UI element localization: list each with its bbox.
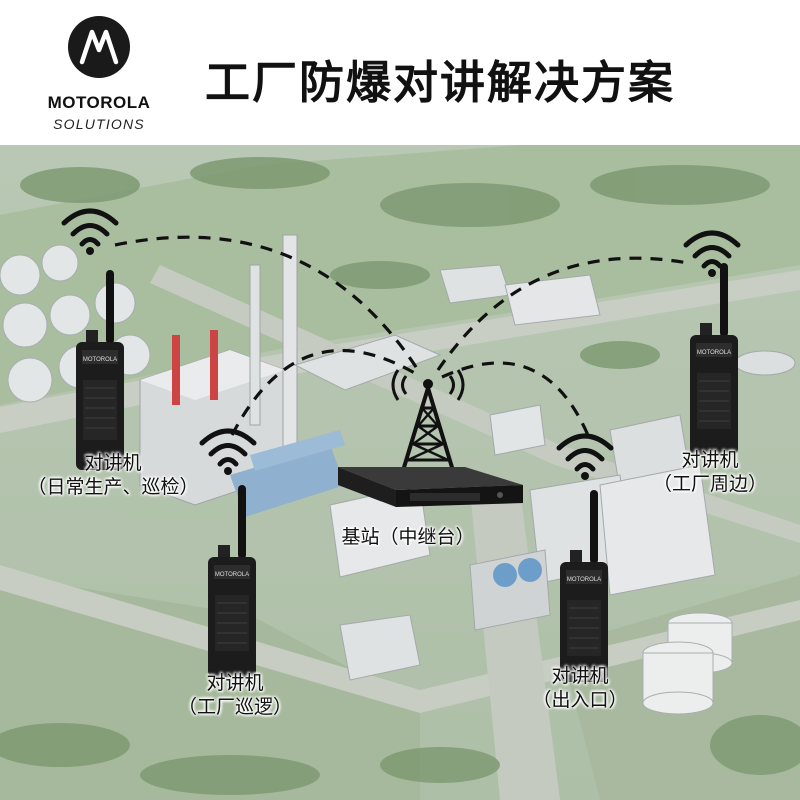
svg-text:MOTOROLA: MOTOROLA (215, 572, 249, 578)
brand-subtitle: SOLUTIONS (24, 116, 174, 132)
page-title: 工厂防爆对讲解决方案 (205, 46, 675, 111)
repeater-icon (338, 467, 523, 507)
motorola-logo-icon (68, 16, 130, 78)
radio-bottom-left-name: 对讲机 (160, 671, 310, 695)
link-bottom-right-radio (442, 363, 590, 440)
radio-right-label: 对讲机 （工厂周边） (630, 448, 790, 496)
radio-right-desc: （工厂周边） (630, 472, 790, 496)
link-right-radio (438, 258, 688, 370)
radio-bottom-right-name: 对讲机 (515, 664, 645, 688)
svg-text:MOTOROLA: MOTOROLA (567, 577, 601, 583)
header: MOTOROLA SOLUTIONS 工厂防爆对讲解决方案 (0, 0, 800, 145)
wifi-signal-icon (559, 436, 611, 480)
radio-bottom-right-desc: （出入口） (515, 688, 645, 712)
radio-tower-icon (393, 370, 463, 474)
walkie-talkie-icon: MOTOROLA (76, 270, 124, 470)
radio-left-name: 对讲机 (8, 451, 218, 475)
radio-bottom-left-desc: （工厂巡逻） (160, 695, 310, 719)
walkie-talkie-icon: MOTOROLA (208, 485, 256, 677)
radio-left-label: 对讲机 （日常生产、巡检） (8, 451, 218, 499)
brand-name: MOTOROLA (24, 93, 174, 113)
radio-bottom-left-label: 对讲机 （工厂巡逻） (160, 671, 310, 719)
wifi-signal-icon (686, 233, 738, 277)
wifi-signal-icon (64, 211, 116, 255)
svg-text:MOTOROLA: MOTOROLA (697, 350, 731, 356)
svg-text:MOTOROLA: MOTOROLA (83, 357, 117, 363)
link-left-radio (115, 237, 418, 370)
base-station-label: 基站（中继台） (318, 525, 498, 549)
link-bottom-left-radio (232, 351, 418, 436)
walkie-talkie-icon: MOTOROLA (690, 263, 738, 455)
walkie-talkie-icon: MOTOROLA (560, 490, 608, 682)
factory-scene: MOTOROLA MOTOROLA (0, 145, 800, 800)
radio-left-desc: （日常生产、巡检） (8, 475, 218, 499)
radio-bottom-right-label: 对讲机 （出入口） (515, 664, 645, 712)
radio-right-name: 对讲机 (630, 448, 790, 472)
